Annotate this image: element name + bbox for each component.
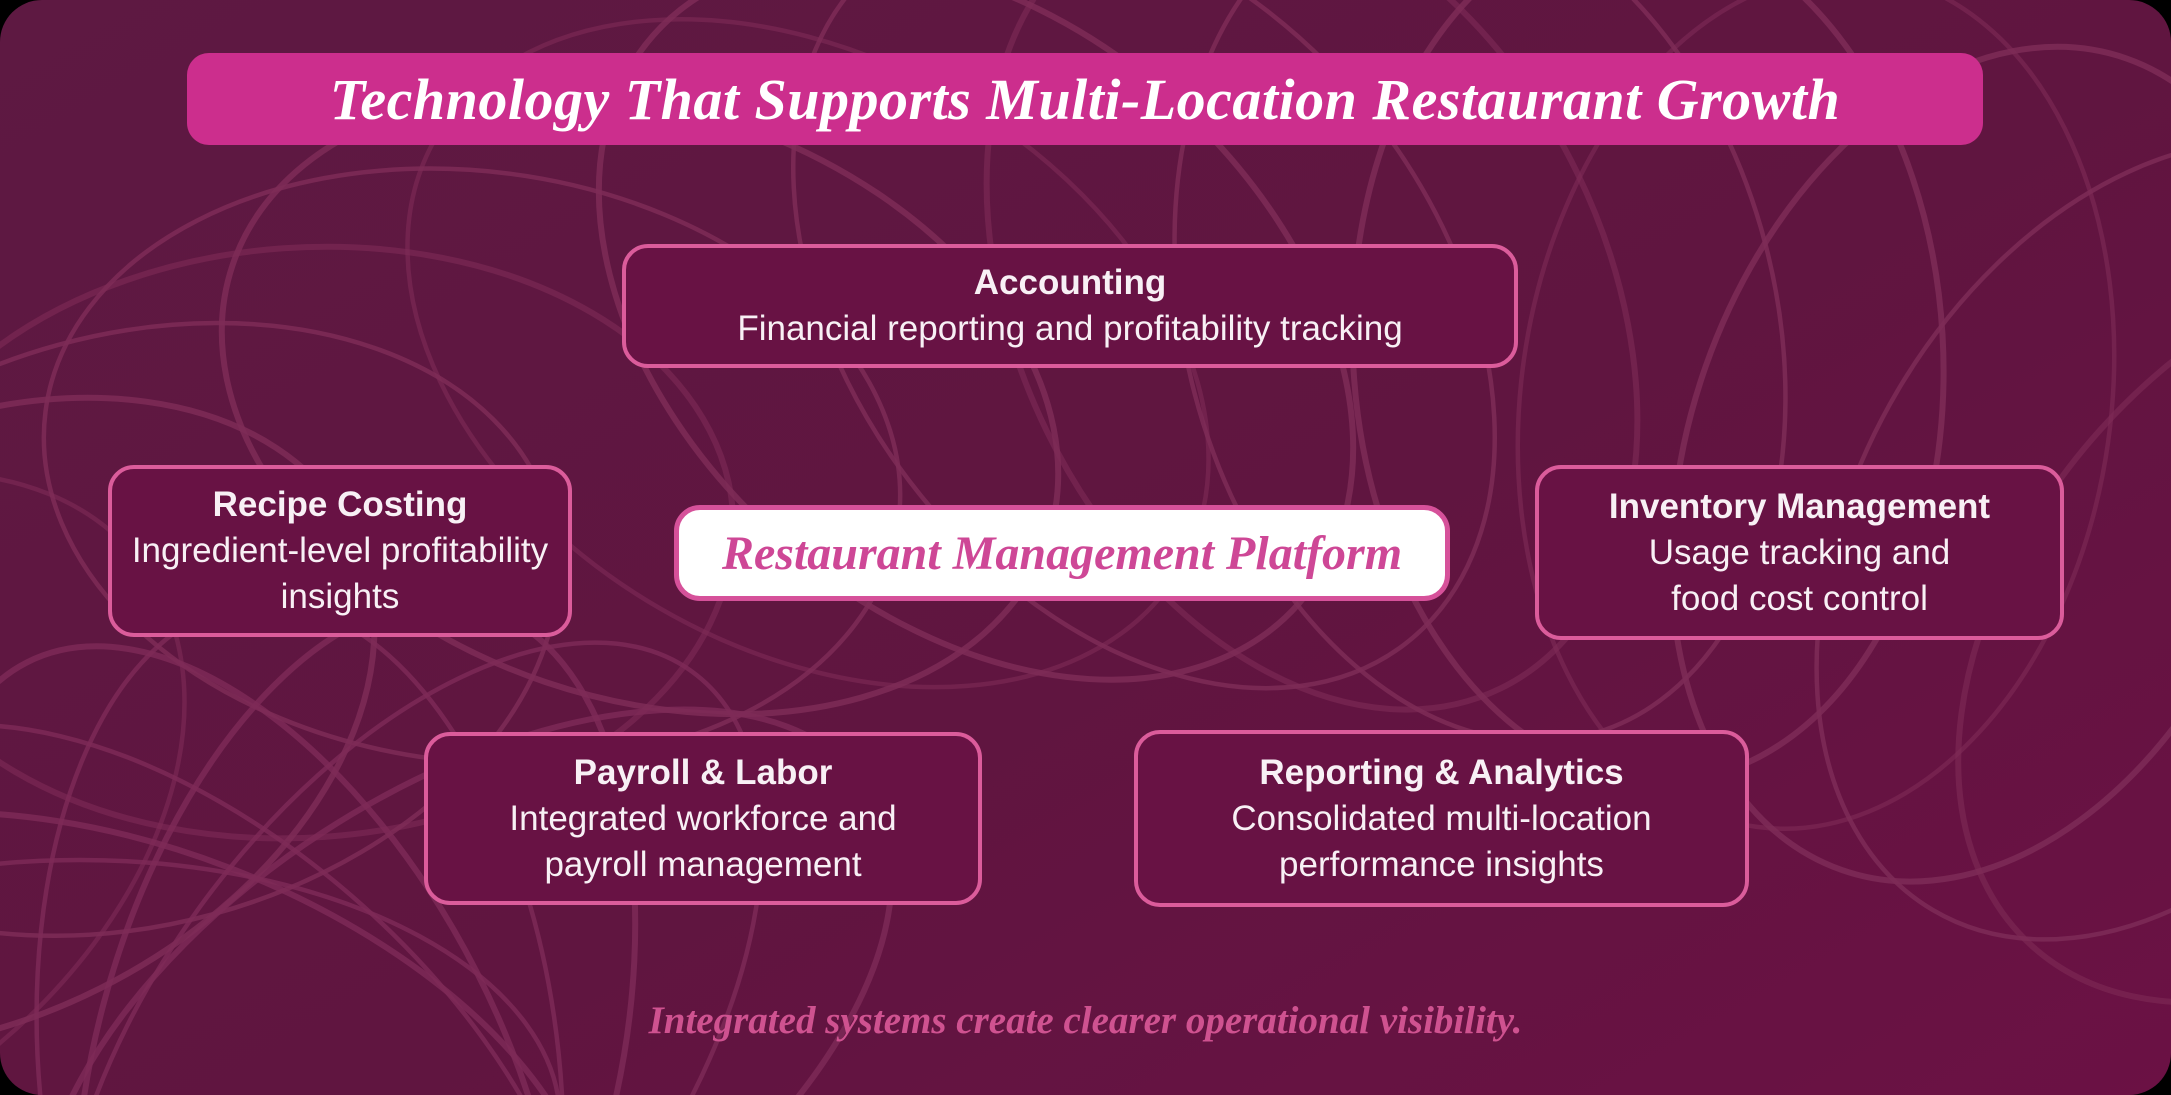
node-inventory-management: Inventory Management Usage tracking and … [1535, 465, 2064, 640]
footer-tagline: Integrated systems create clearer operat… [648, 999, 1523, 1042]
node-title: Reporting & Analytics [1259, 752, 1624, 792]
node-recipe-costing: Recipe Costing Ingredient-level profitab… [108, 465, 572, 637]
title-banner: Technology That Supports Multi-Location … [187, 53, 1983, 145]
node-accounting: Accounting Financial reporting and profi… [622, 244, 1518, 368]
node-title: Accounting [973, 263, 1167, 302]
node-title: Recipe Costing [212, 485, 468, 524]
node-reporting-analytics: Reporting & Analytics Consolidated multi… [1134, 730, 1749, 907]
page-title: Technology That Supports Multi-Location … [329, 66, 1841, 132]
node-title: Inventory Management [1608, 486, 1991, 526]
platform-label: Restaurant Management Platform [721, 526, 1403, 580]
node-description: Integrated workforce and payroll managem… [509, 798, 897, 884]
node-description: Financial reporting and profitability tr… [737, 309, 1403, 348]
node-description: Usage tracking and food cost control [1648, 532, 1951, 618]
platform-node: Restaurant Management Platform [674, 505, 1450, 601]
node-title: Payroll & Labor [573, 752, 833, 792]
node-description: Ingredient-level profitability insights [131, 531, 549, 616]
node-payroll-labor: Payroll & Labor Integrated workforce and… [424, 732, 982, 905]
node-description: Consolidated multi-location performance … [1231, 798, 1652, 884]
